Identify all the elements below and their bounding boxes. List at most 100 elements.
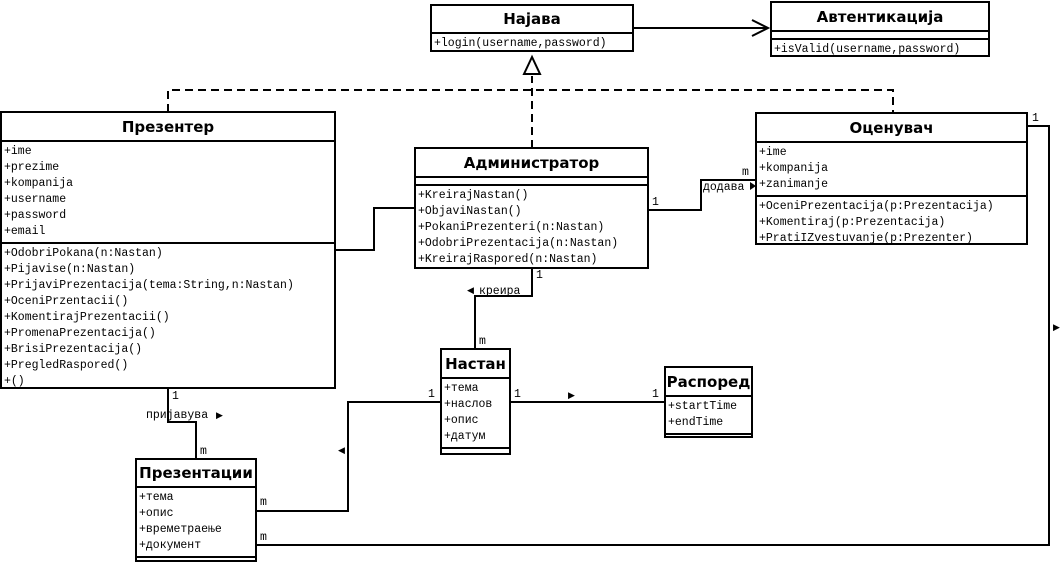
attributes-section: +тема +опис +времетраење +документ [137,488,255,558]
association-prezenter-administrator [335,207,416,251]
multiplicity-label: 1 [652,196,659,209]
attributes-section [772,32,988,40]
attributes-section: +ime +prezime +kompanija +username +pass… [2,142,334,244]
attribute: +тема [444,382,479,395]
attribute: +ime [4,145,32,158]
class-name: Презентер [2,113,334,142]
attribute: +опис [139,507,174,520]
dodava-arrow [750,182,756,190]
association-ocenuvac-prezentacii [256,125,1050,546]
attribute: +наслов [444,398,493,411]
multiplicity-label: 1 [514,388,521,401]
association-prijavuva [167,388,197,458]
association-kreira [474,268,533,349]
attribute: +zanimanje [759,178,829,191]
attribute: +документ [139,539,202,552]
method: +() [4,375,25,388]
methods-section [137,558,255,566]
attribute: +тема [139,491,174,504]
arrow-right-icon: ▶ [1053,323,1060,333]
class-name: Најава [432,6,632,34]
attribute: +prezime [4,161,60,174]
class-raspored[interactable]: Распоред +startTime +endTime [664,366,753,438]
realization-triangle [522,54,542,75]
methods-section: +KreirajNastan() +ObjaviNastan() +Pokani… [416,186,647,270]
method: +PrijaviPrezentacija(tema:String,n:Nasta… [4,279,294,292]
attribute: +ime [759,146,787,159]
attribute: +времетраење [139,523,222,536]
attribute: +password [4,209,67,222]
method: +KreirajRaspored(n:Nastan) [418,253,598,266]
attribute: +датум [444,430,486,443]
class-name: Администратор [416,149,647,178]
method: +PromenaPrezentacija() [4,327,156,340]
attributes-section: +ime +kompanija +zanimanje [757,143,1026,197]
method: +BrisiPrezentacija() [4,343,143,356]
multiplicity-label: m [200,445,207,458]
method: +PratiIZvestuvanje(p:Prezenter) [759,232,973,245]
multiplicity-label: m [260,531,267,544]
methods-section: +OdobriPokana(n:Nastan) +Pijavise(n:Nast… [2,244,334,392]
class-name: Автентикација [772,3,988,32]
association-label-kreira: креира [479,285,521,298]
class-ocenuvac[interactable]: Оценувач +ime +kompanija +zanimanje +Oce… [755,112,1028,245]
realization-line-prezenter [167,89,894,112]
class-administrator[interactable]: Администратор +KreirajNastan() +ObjaviNa… [414,147,649,269]
multiplicity-label: 1 [1032,112,1039,125]
attribute: +kompanija [759,162,829,175]
method: +KreirajNastan() [418,189,529,202]
class-najava[interactable]: Најава +login(username,password) [430,4,634,52]
association-dodava [648,179,756,211]
method: +PregledRaspored() [4,359,129,372]
method: +ObjaviNastan() [418,205,522,218]
multiplicity-label: m [260,496,267,509]
association-label-prijavuva: пријавува [146,409,209,422]
method: +OdobriPrezentacija(n:Nastan) [418,237,619,250]
methods-section [442,449,509,457]
attribute: +username [4,193,67,206]
class-name: Презентации [137,460,255,488]
methods-section [666,435,751,443]
arrow-right-icon: ▶ [568,391,575,401]
method: +login(username,password) [434,37,607,50]
multiplicity-label: 1 [172,390,179,403]
class-prezentacii[interactable]: Презентации +тема +опис +времетраење +до… [135,458,257,562]
class-name: Настан [442,350,509,379]
attributes-section: +startTime +endTime [666,397,751,435]
multiplicity-label: 1 [536,269,543,282]
attribute: +kompanija [4,177,74,190]
multiplicity-label: 1 [428,388,435,401]
arrow-left-icon: ◀ [338,446,345,456]
method: +OceniPrzentacii() [4,295,129,308]
method: +PokaniPrezenteri(n:Nastan) [418,221,605,234]
multiplicity-label: m [479,335,486,348]
attributes-section: +тема +наслов +опис +датум [442,379,509,449]
open-arrow-head [751,19,771,37]
method: +KomentirajPrezentacii() [4,311,170,324]
attributes-section [416,178,647,186]
arrow-right-icon: ▶ [216,411,223,421]
class-avtentikacija[interactable]: Автентикација +isValid(username,password… [770,1,990,57]
multiplicity-label: m [742,166,749,179]
class-prezenter[interactable]: Презентер +ime +prezime +kompanija +user… [0,111,336,389]
method: +isValid(username,password) [774,43,961,56]
method: +Komentiraj(p:Prezentacija) [759,216,946,229]
association-prezentacii-nastan [256,401,441,512]
methods-section: +OceniPrezentacija(p:Prezentacija) +Kome… [757,197,1026,249]
class-name: Распоред [666,368,751,397]
class-nastan[interactable]: Настан +тема +наслов +опис +датум [440,348,511,455]
attribute: +endTime [668,416,724,429]
class-name: Оценувач [757,114,1026,143]
method: +OceniPrezentacija(p:Prezentacija) [759,200,994,213]
method: +OdobriPokana(n:Nastan) [4,247,163,260]
attribute: +startTime [668,400,738,413]
methods-section: +login(username,password) [432,34,632,54]
attribute: +опис [444,414,479,427]
method: +Pijavise(n:Nastan) [4,263,136,276]
association-label-dodava: додава [703,181,745,194]
multiplicity-label: 1 [652,388,659,401]
methods-section: +isValid(username,password) [772,40,988,60]
attribute: +email [4,225,46,238]
arrow-left-icon: ◀ [467,286,474,296]
